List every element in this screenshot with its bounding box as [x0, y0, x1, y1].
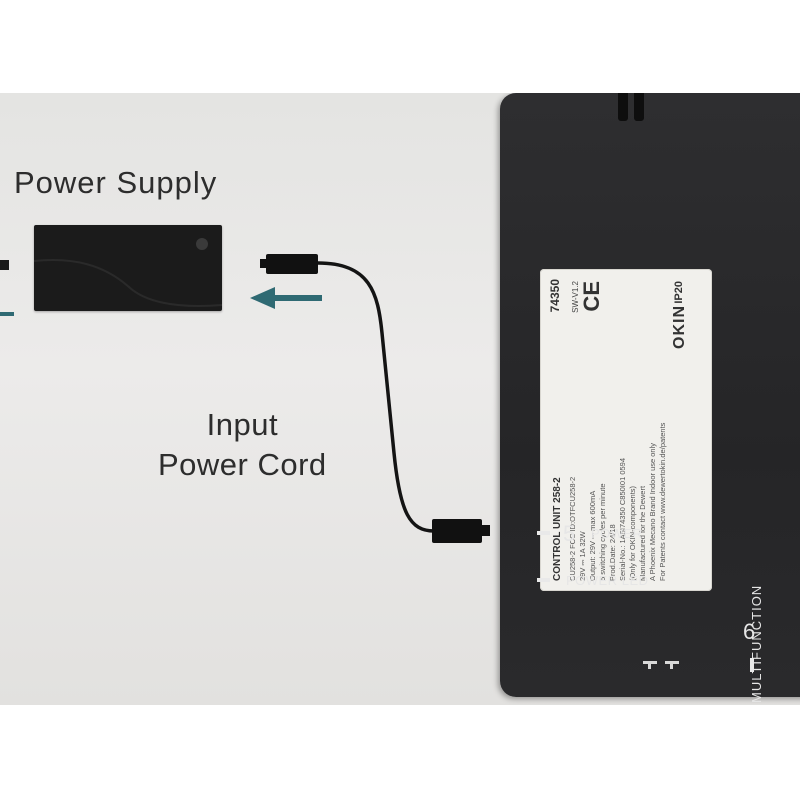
- connector-slot-icon: [643, 661, 683, 669]
- ip-rating: IP20: [673, 281, 685, 304]
- label-line: Serial-No.: 1A5I74350 C850I01 0594: [618, 457, 627, 581]
- input-cord-line: [317, 261, 435, 533]
- mount-notch-right: [634, 93, 644, 121]
- label-line: A Phoenix Mecano Brand Indoor use only: [648, 442, 657, 581]
- port-5-number: 5: [563, 521, 576, 546]
- product-label: CONTROL UNIT 258-2 74350 CU258-2 FCC ID:…: [540, 269, 712, 591]
- input-label-line-1: Input: [206, 407, 279, 442]
- power-supply-icon: [33, 225, 223, 311]
- label-line: For Patents contact www.dewertokin.de/pa…: [658, 422, 667, 581]
- label-line: Prod.Date: 24/18: [608, 524, 617, 581]
- power-port-marker: [537, 531, 550, 535]
- ce-mark-icon: CE: [579, 281, 604, 312]
- mount-notch-left: [618, 93, 628, 121]
- left-arrow-icon: [0, 312, 14, 316]
- label-line: 5 switching cycles per minute: [598, 483, 607, 581]
- product-photo: Power Supply Input Power Cord CONTROL UN…: [0, 93, 800, 705]
- label-line: 29V ⎓ 1A 32W: [578, 531, 587, 581]
- input-power-cord-label: Input Power Cord: [158, 405, 327, 485]
- label-title: CONTROL UNIT 258-2: [552, 477, 563, 581]
- cord-connector-top: [266, 254, 318, 274]
- multifunction-port-marker: [750, 658, 754, 672]
- label-spec-lines: CU258-2 FCC ID:OTFCU258-2 29V ⎓ 1A 32W O…: [568, 391, 668, 581]
- cord-connector-bottom: [432, 519, 482, 543]
- arrow-left-icon: [250, 287, 322, 309]
- power-led-label: POWER LED: [566, 573, 649, 588]
- power-supply-label: Power Supply: [14, 165, 218, 200]
- label-line: (Only for OKIN-components): [628, 485, 637, 581]
- label-part-number: 74350: [548, 279, 562, 313]
- label-line: Output: 29V ⎓ max 600mA: [588, 490, 597, 581]
- cord-diagram: [250, 254, 490, 543]
- input-label-line-2: Power Cord: [158, 447, 327, 482]
- power-led-marker: [537, 578, 550, 582]
- port-5-label: POWER: [591, 526, 643, 541]
- okin-logo: OKIN: [671, 305, 688, 349]
- port-6-number: 6: [743, 619, 756, 644]
- left-plug-icon: [0, 260, 9, 270]
- label-line: Manufactured for the Dewert: [638, 485, 647, 581]
- psu-led-icon: [196, 238, 208, 250]
- label-line: CU258-2 FCC ID:OTFCU258-2: [568, 476, 577, 581]
